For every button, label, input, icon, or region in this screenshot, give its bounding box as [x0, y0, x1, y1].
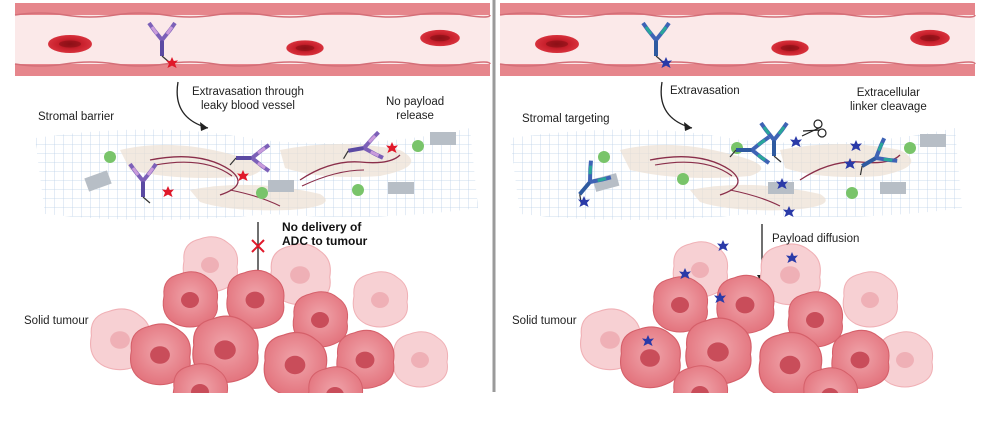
label-line: No delivery of — [282, 220, 362, 234]
label-line: No payload — [386, 96, 445, 108]
stromal-barrier-label: Stromal barrier — [38, 111, 115, 123]
right-panel — [499, 3, 976, 421]
blood-vessel-right — [499, 3, 976, 76]
label-line: Extracellular — [856, 87, 920, 99]
label-line: linker cleavage — [850, 101, 927, 113]
red-blood-cell-icon — [910, 29, 950, 47]
linker-cleavage-label: Extracellular linker cleavage — [850, 86, 927, 114]
label-line: release — [396, 110, 434, 122]
red-blood-cell-icon — [771, 40, 809, 56]
stromal-targeting-label: Stromal targeting — [522, 113, 610, 125]
red-blood-cell-icon — [535, 35, 579, 53]
extravasation-label-left: Extravasation through leaky blood vessel — [192, 85, 304, 113]
solid-tumour-label-left: Solid tumour — [24, 315, 89, 327]
solid-tumour-label-right: Solid tumour — [512, 315, 577, 327]
left-panel — [14, 3, 491, 421]
cross-icon — [251, 239, 265, 253]
label-line: ADC to tumour — [282, 234, 368, 248]
label-line: Extravasation through — [192, 86, 304, 98]
label-line: leaky blood vessel — [200, 100, 295, 112]
scissors-icon — [801, 119, 827, 138]
no-delivery-label: No delivery of ADC to tumour — [282, 220, 367, 248]
stroma-left — [35, 128, 478, 220]
blood-vessel-left — [14, 3, 491, 76]
red-blood-cell-icon — [420, 29, 460, 47]
no-payload-release-label: No payload release — [386, 95, 444, 123]
red-blood-cell-icon — [48, 35, 92, 53]
extravasation-label-right: Extravasation — [670, 85, 740, 97]
red-blood-cell-icon — [286, 40, 324, 56]
stroma-right — [510, 119, 962, 220]
payload-diffusion-label: Payload diffusion — [772, 233, 860, 245]
